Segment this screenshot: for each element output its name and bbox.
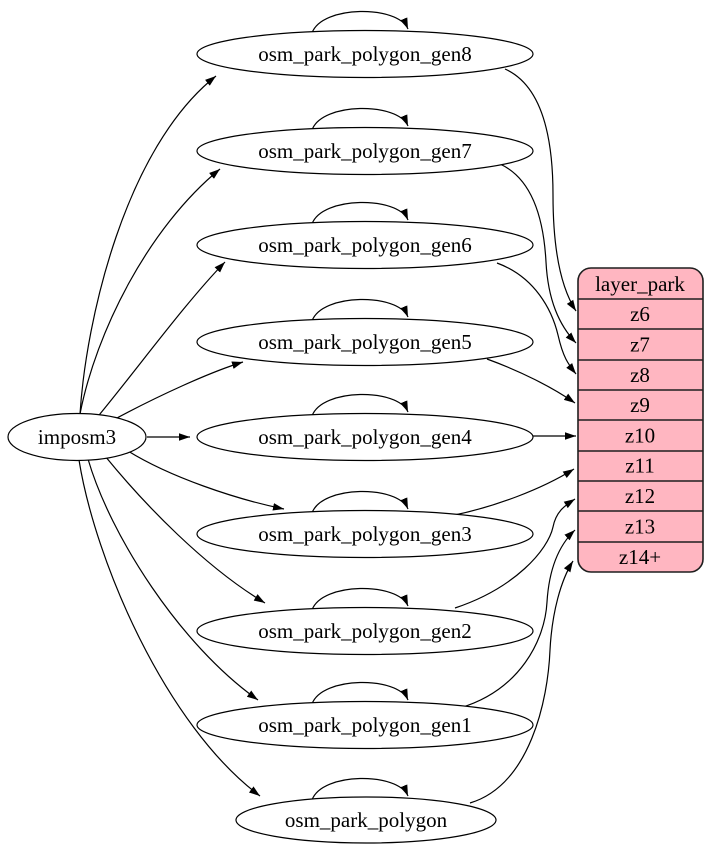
gen5-label: osm_park_polygon_gen5 (258, 330, 471, 354)
selfloop-gen2 (311, 587, 409, 611)
self-loop-edges (311, 10, 409, 801)
node-osm-park-polygon-gen4: osm_park_polygon_gen4 (196, 412, 534, 462)
selfloop-polygon (311, 777, 409, 801)
edge-imposm3-to-gen5 (114, 361, 244, 420)
layer-park-title: layer_park (595, 272, 685, 296)
edges-source-to-tables (78, 75, 285, 797)
selfloop-gen3 (311, 490, 409, 514)
edge-gen1-to-z13 (459, 529, 576, 709)
edge-gen6-to-z8 (496, 262, 577, 375)
polygon-ellipse (235, 796, 497, 844)
gen6-label: osm_park_polygon_gen6 (258, 233, 471, 257)
gen1-label: osm_park_polygon_gen1 (258, 713, 471, 737)
layer-row-z14: z14+ (619, 545, 661, 569)
edge-imposm3-to-gen1 (87, 458, 259, 701)
gen4-label: osm_park_polygon_gen4 (258, 425, 472, 449)
polygon-label: osm_park_polygon (285, 808, 448, 832)
layer-row-z9: z9 (630, 393, 650, 417)
selfloop-gen4 (311, 393, 409, 417)
gen3-label: osm_park_polygon_gen3 (258, 522, 471, 546)
layer-row-z11: z11 (625, 454, 655, 478)
edge-imposm3-to-gen2 (104, 455, 266, 604)
edge-imposm3-to-gen3 (127, 450, 285, 511)
edge-gen8-to-z6 (504, 68, 577, 312)
edge-imposm3-to-gen7 (79, 168, 221, 415)
gen7-label: osm_park_polygon_gen7 (258, 139, 471, 163)
selfloop-gen5 (311, 298, 409, 322)
node-osm-park-polygon-gen8: osm_park_polygon_gen8 (196, 29, 534, 79)
gen6-ellipse (196, 220, 534, 270)
edge-imposm3-to-gen6 (94, 261, 226, 421)
layer-row-z13: z13 (625, 515, 655, 539)
gen2-label: osm_park_polygon_gen2 (258, 619, 471, 643)
layer-row-z10: z10 (625, 424, 655, 448)
edge-imposm3-to-gen8 (79, 75, 217, 415)
gen5-ellipse (196, 317, 534, 367)
selfloop-gen8 (311, 10, 409, 34)
layer-row-z7: z7 (630, 333, 650, 357)
layer-park-separators (578, 298, 703, 543)
node-osm-park-polygon-gen5: osm_park_polygon_gen5 (196, 317, 534, 367)
layer-row-z8: z8 (630, 363, 650, 387)
edge-gen2-to-z12 (454, 498, 576, 609)
edge-polygon-to-z14 (469, 560, 574, 804)
gen1-ellipse (196, 700, 534, 750)
edge-gen7-to-z7 (499, 163, 577, 344)
node-osm-park-polygon-gen3: osm_park_polygon_gen3 (196, 509, 534, 559)
node-imposm3: imposm3 (7, 412, 147, 462)
gen2-ellipse (196, 606, 534, 656)
edge-imposm3-to-polygon (78, 459, 261, 797)
selfloop-gen7 (311, 107, 409, 131)
imposm3-label: imposm3 (38, 425, 116, 449)
layer-row-z12: z12 (625, 484, 655, 508)
gen3-ellipse (196, 509, 534, 559)
imposm3-ellipse (7, 412, 147, 462)
edge-gen3-to-z11 (449, 468, 575, 517)
edges-tables-to-layer (449, 68, 577, 804)
gen4-ellipse (196, 412, 534, 462)
gen8-ellipse (196, 29, 534, 79)
node-osm-park-polygon-gen7: osm_park_polygon_gen7 (196, 126, 534, 176)
node-osm-park-polygon-gen6: osm_park_polygon_gen6 (196, 220, 534, 270)
edge-gen5-to-z9 (486, 358, 576, 404)
layer-row-z6: z6 (630, 302, 650, 326)
selfloop-gen6 (311, 201, 409, 225)
node-osm-park-polygon: osm_park_polygon (235, 796, 497, 844)
selfloop-gen1 (311, 681, 409, 705)
gen7-ellipse (196, 126, 534, 176)
gen8-label: osm_park_polygon_gen8 (258, 42, 471, 66)
node-layer-park: layer_park z6 z7 z8 z9 z10 z11 z12 z13 z… (577, 267, 704, 573)
node-osm-park-polygon-gen1: osm_park_polygon_gen1 (196, 700, 534, 750)
node-osm-park-polygon-gen2: osm_park_polygon_gen2 (196, 606, 534, 656)
